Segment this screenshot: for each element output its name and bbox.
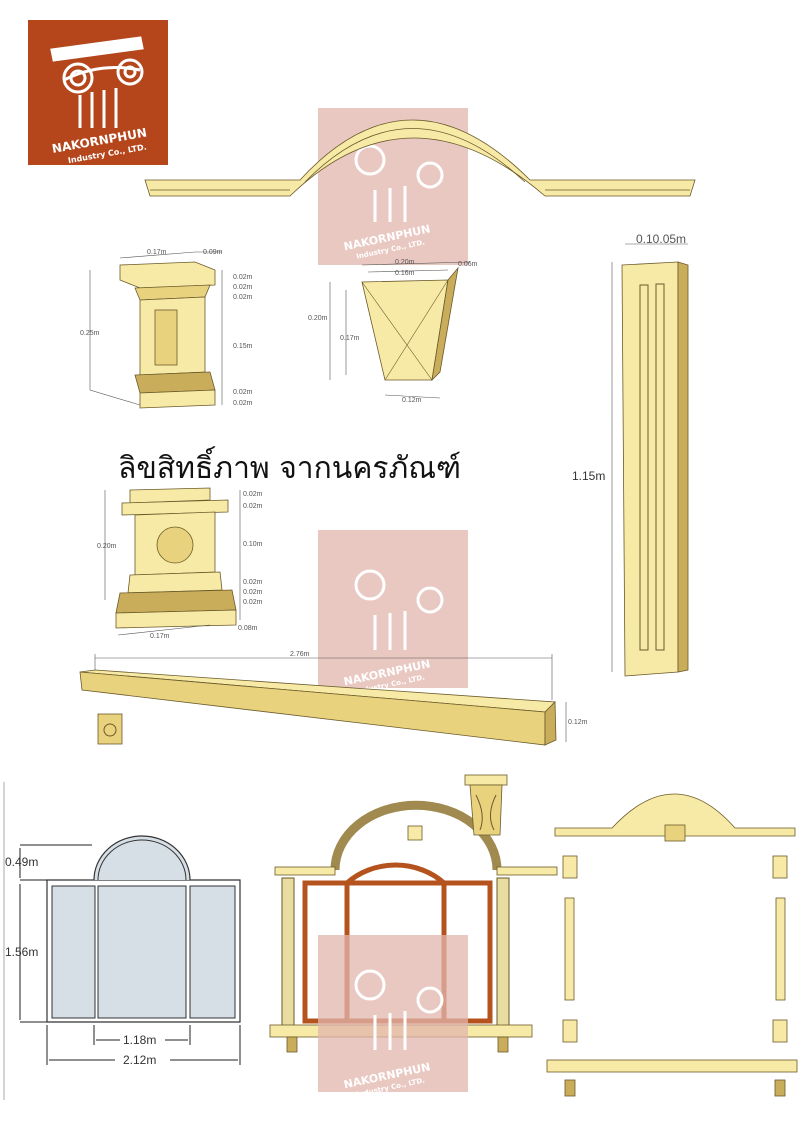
dim-total-width: 2.12m (123, 1053, 156, 1067)
dim-height: 0.25m (80, 330, 100, 337)
dim-segment: 0.02m (233, 294, 253, 301)
dim-segment: 0.15m (233, 343, 253, 350)
corbel-bracket (464, 774, 508, 836)
dim-top-inner: 0.16m (395, 270, 415, 277)
dim-top-outer: 0.20m (395, 259, 415, 266)
pedestal-2: 0.20m 0.17m 0.08m 0.02m 0.02m 0.10m 0.02… (97, 487, 263, 640)
column-capital-icon (50, 36, 144, 128)
dim-segment: 0.02m (233, 274, 253, 281)
small-bracket (97, 713, 123, 745)
exploded-view (546, 793, 798, 1097)
arch-pediment (144, 119, 696, 197)
dim-segment: 0.02m (243, 579, 263, 586)
company-logo: NAKORNPHUN Industry Co., LTD. (28, 20, 168, 165)
dim-width: 0.17m (147, 249, 167, 256)
dim-height: 0.12m (568, 719, 588, 726)
dim-top: 0.10.05m (636, 232, 686, 246)
dim-bottom: 0.12m (402, 397, 422, 404)
dim-height: 1.15m (572, 469, 605, 483)
dim-body-height: 1.56m (5, 945, 38, 959)
dim-segment: 0.10m (243, 541, 263, 548)
watermark-bottom: NAKORNPHUN Industry Co., LTD. (318, 935, 468, 1099)
dim-segment: 0.02m (243, 589, 263, 596)
pedestal-1: 0.17m 0.09m 0.25m 0.02m 0.02m 0.02m 0.15… (80, 249, 253, 409)
dim-segment: 0.02m (233, 400, 253, 407)
dim-segment: 0.02m (243, 503, 263, 510)
dim-segment: 0.02m (243, 491, 263, 498)
watermark-middle: NAKORNPHUN Industry Co., LTD. (318, 530, 468, 696)
dim-side: 0.06m (458, 261, 478, 268)
copyright-text: ลิขสิทธิ์ภาพ จากนครภัณฑ์ (118, 446, 461, 486)
dim-length: 2.76m (290, 651, 310, 658)
dim-depth: 0.08m (238, 625, 258, 632)
dim-width: 0.17m (150, 633, 170, 640)
window-elevation: 0.49m 1.56m 1.18m 2.12m (5, 835, 241, 1067)
dim-arch-height: 0.49m (5, 855, 38, 869)
dim-segment: 0.02m (233, 284, 253, 291)
dim-center-width: 1.18m (123, 1033, 156, 1047)
dim-height-inner: 0.17m (340, 335, 360, 342)
keystone: 0.20m 0.16m 0.06m 0.20m 0.17m 0.12m (308, 259, 478, 404)
dim-depth: 0.09m (203, 249, 223, 256)
dim-segment: 0.02m (233, 389, 253, 396)
cornice-beam: 2.76m 0.12m (79, 651, 588, 746)
dim-height-outer: 0.20m (308, 315, 328, 322)
dim-segment: 0.02m (243, 599, 263, 606)
pilaster: 0.10.05m 1.15m (572, 232, 689, 677)
dim-height: 0.20m (97, 543, 117, 550)
